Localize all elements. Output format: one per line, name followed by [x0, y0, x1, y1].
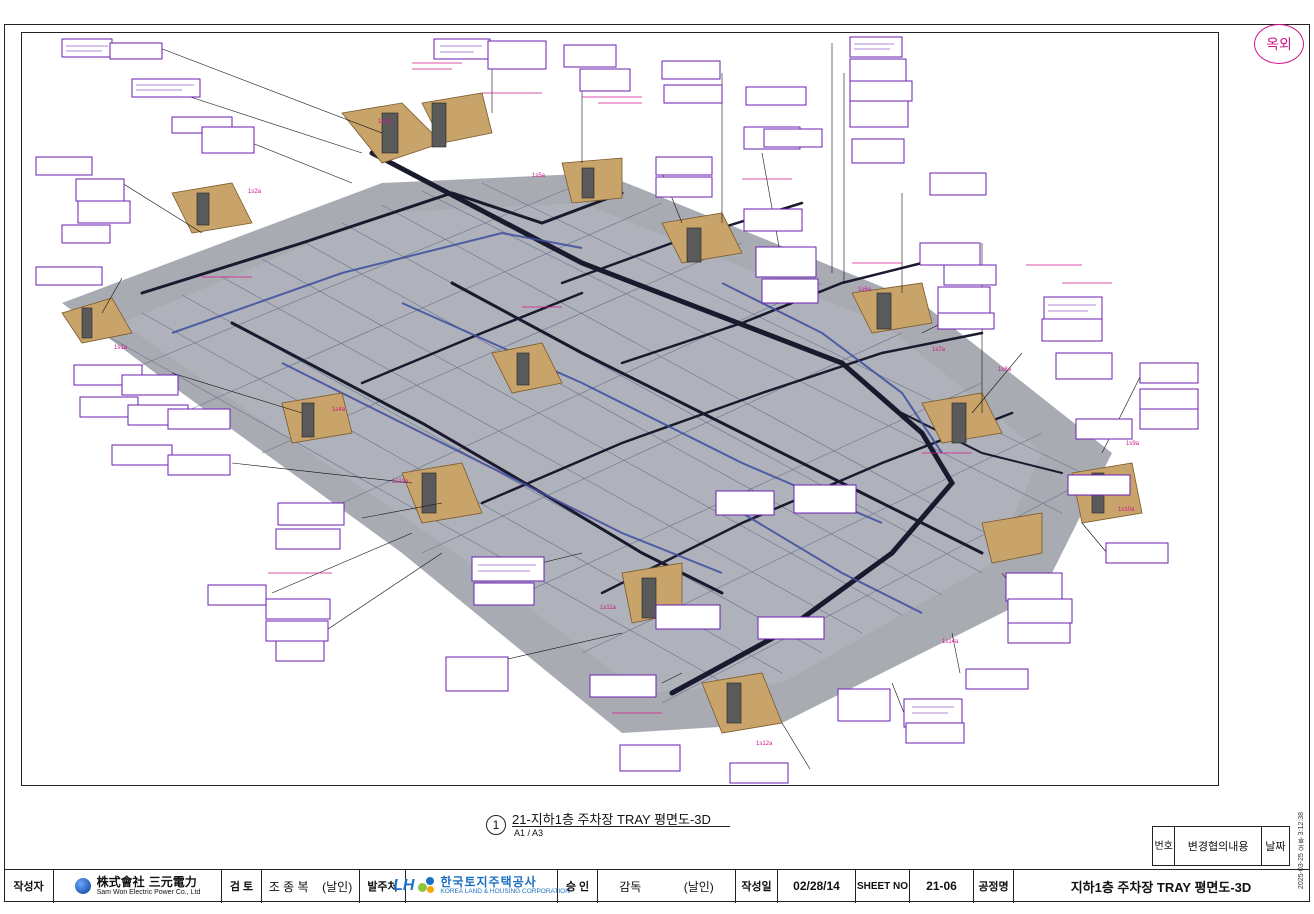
- revision-no-header: 번호: [1153, 827, 1176, 865]
- plan-label: 1s1a: [114, 345, 128, 351]
- plan-label: 1s5a: [532, 173, 546, 179]
- caption-underline: [512, 826, 730, 827]
- client-label: 발주처: [360, 869, 406, 903]
- revision-table: 번호 변경협의내용 날짜: [1152, 826, 1290, 866]
- lh-name-ko: 한국토지주택공사: [440, 875, 537, 890]
- company-name-en: Sam Won Electric Power Co., Ltd: [96, 888, 201, 896]
- company-name-ko: 株式會社 三元電力: [96, 875, 197, 890]
- review-label: 검 토: [222, 869, 262, 903]
- lh-name-en: KOREA LAND & HOUSING CORPORATION: [440, 887, 570, 895]
- lh-logo-mark: LH: [393, 877, 415, 894]
- reviewer-cell: 조 종 복 (날인): [262, 869, 360, 903]
- reviewer-name: 조 종 복: [268, 879, 309, 894]
- outdoor-stamp: 옥외: [1254, 24, 1304, 64]
- plan-label: 1s12a: [756, 741, 773, 747]
- sheet-number: 21-06: [910, 869, 974, 903]
- approval-label: 승 인: [558, 869, 598, 903]
- approval-seal: (날인): [683, 879, 714, 894]
- leader-lines: [101, 43, 1143, 770]
- drawing-scale: A1 / A3: [514, 828, 544, 838]
- sheet-label: SHEET NO: [856, 869, 910, 903]
- drawing-frame: [21, 32, 1219, 786]
- plan-label: 1s10a: [1118, 507, 1135, 513]
- blue-trays: [171, 231, 943, 614]
- callout-text-lines: [66, 43, 1096, 714]
- author-label: 작성자: [4, 869, 54, 903]
- plan-label: 1s2a: [248, 189, 262, 195]
- caption-number: 1: [486, 815, 506, 835]
- sheet-border: [4, 24, 1310, 902]
- project-name: 지하1층 주차장 TRAY 평면도-3D: [1070, 879, 1252, 895]
- plan-label: 1s14a: [942, 639, 959, 645]
- plan-label: 1s6a: [858, 287, 872, 293]
- client-logo: LH 한국토지주택공사 KOREA LAND & HOUSING CORPORA…: [393, 869, 570, 903]
- plan-label: 1s8a: [998, 367, 1012, 373]
- lh-logo-icon: [418, 877, 436, 895]
- floor-slab-light: [122, 203, 1042, 693]
- revision-date-header: 날짜: [1265, 841, 1286, 853]
- tray-3d-drawing: 1s1a 1s2a 1s3a 1s4a 1s5a 1s6a 1s7a 1s8a …: [35, 36, 1199, 784]
- core-walls: [81, 102, 1105, 724]
- title-block: 작성자 株式會社 三元電力 Sam Won Electric Power Co.…: [4, 869, 1310, 903]
- plan-label: 1s4a: [332, 407, 346, 413]
- plan-label: 1s3a: [378, 119, 392, 125]
- revision-content-header: 변경협의내용: [1175, 827, 1262, 865]
- date-label: 작성일: [736, 869, 778, 903]
- approval-cell: 감독 (날인): [598, 869, 736, 903]
- reviewer-seal: (날인): [322, 879, 353, 894]
- globe-logo-icon: [74, 878, 91, 894]
- date-value: 02/28/14: [778, 869, 856, 903]
- plan-label: 1s7a: [932, 347, 946, 353]
- callout-boxes: [35, 36, 1199, 784]
- drawing-title: 21-지하1층 주차장 TRAY 평면도-3D: [512, 812, 711, 827]
- author-company: 株式會社 三元電力 Sam Won Electric Power Co., Lt…: [54, 869, 222, 903]
- magenta-notes: [202, 62, 1112, 714]
- project-label: 공정명: [974, 869, 1014, 903]
- plan-label: 1s13a: [392, 479, 409, 485]
- supervision-label: 감독: [619, 879, 642, 894]
- plan-labels: 1s1a 1s2a 1s3a 1s4a 1s5a 1s6a 1s7a 1s8a …: [114, 119, 1140, 747]
- plan-label: 1s11a: [600, 605, 617, 611]
- plan-label: 1s9a: [1126, 441, 1140, 447]
